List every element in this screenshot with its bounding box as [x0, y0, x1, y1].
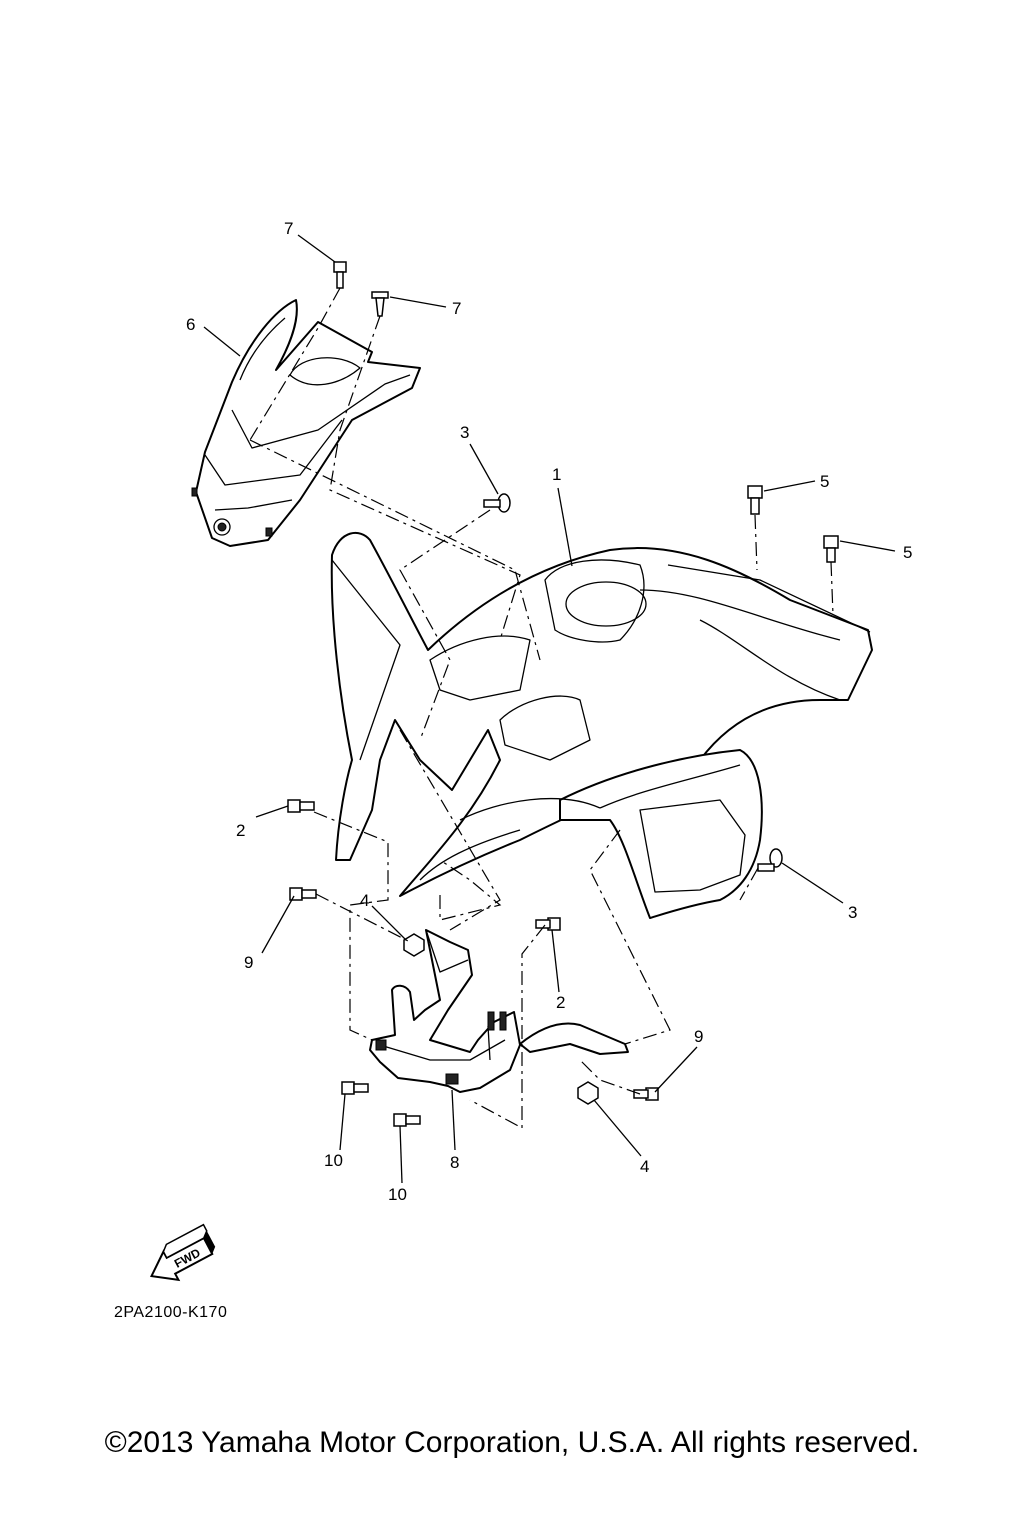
bolt-5b [823, 535, 839, 563]
bolt-2b [535, 917, 561, 931]
front-cover-part [191, 299, 421, 547]
nut-4b [577, 1081, 599, 1105]
bracket-part [369, 929, 521, 1093]
callout-8: 8 [450, 1153, 459, 1172]
bolt-5a [747, 485, 763, 515]
bolt-7a [333, 261, 347, 289]
bolt-10a [341, 1081, 369, 1095]
leader-lines [203, 234, 896, 1184]
callout-7a: 7 [284, 219, 293, 238]
callout-9b: 9 [694, 1027, 703, 1046]
front-fender-part [330, 531, 873, 919]
callout-10a: 10 [324, 1151, 343, 1170]
bolt-2a [287, 799, 315, 813]
bolt-9a [289, 887, 317, 901]
callout-10b: 10 [388, 1185, 407, 1204]
callout-labels: 7 7 6 3 1 5 5 2 3 4 9 2 9 4 10 8 10 [186, 219, 912, 1204]
rear-stay-part [519, 1022, 629, 1055]
callout-3b: 3 [848, 903, 857, 922]
callout-5a: 5 [820, 472, 829, 491]
screw-3b [757, 848, 783, 872]
callout-5b: 5 [903, 543, 912, 562]
fasteners [287, 261, 839, 1127]
clip-7b [371, 291, 389, 317]
callout-2a: 2 [236, 821, 245, 840]
assembly-lines [249, 287, 834, 1130]
nut-4a [403, 933, 425, 957]
callout-4a: 4 [360, 891, 369, 910]
callout-6: 6 [186, 315, 195, 334]
callout-9a: 9 [244, 953, 253, 972]
screw-3a [483, 493, 511, 513]
callout-2b: 2 [556, 993, 565, 1012]
diagram-code: 2PA2100-K170 [114, 1304, 227, 1321]
callout-4b: 4 [640, 1157, 649, 1176]
callout-1: 1 [552, 465, 561, 484]
callout-3a: 3 [460, 423, 469, 442]
bolt-9b [633, 1087, 659, 1101]
fwd-arrow-icon: FWD [150, 1223, 216, 1282]
callout-7b: 7 [452, 299, 461, 318]
copyright-notice: ©2013 Yamaha Motor Corporation, U.S.A. A… [104, 1426, 920, 1459]
bolt-10b [393, 1113, 421, 1127]
